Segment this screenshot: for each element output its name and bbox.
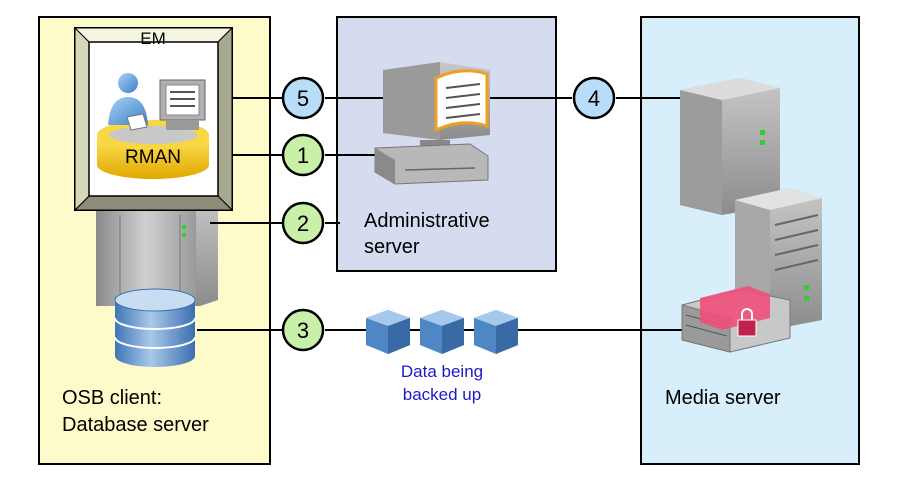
rman-label: RMAN (125, 147, 181, 168)
data-block-icon (366, 310, 410, 354)
tape-library-icon (681, 286, 791, 353)
step-4-badge: 4 (572, 76, 616, 120)
admin-computer-icon (374, 62, 490, 185)
database-server-tower-icon (96, 195, 218, 306)
client-label-line2: Database server (62, 414, 209, 436)
step-2-badge: 2 (281, 201, 325, 245)
data-block-icon (474, 310, 518, 354)
step-5-number: 5 (297, 86, 309, 111)
step-5-badge: 5 (281, 76, 325, 120)
step-3-badge: 3 (281, 308, 325, 352)
step-4-number: 4 (588, 86, 600, 111)
client-label-line1: OSB client: (62, 387, 162, 409)
data-note-line2: backed up (403, 385, 481, 404)
tower-server-icon (680, 78, 780, 215)
step-3-number: 3 (297, 318, 309, 343)
admin-label-line1: Administrative (364, 210, 490, 232)
data-note-line1: Data being (401, 362, 483, 381)
media-label: Media server (665, 387, 781, 409)
step-2-number: 2 (297, 211, 309, 236)
step-1-number: 1 (297, 143, 309, 168)
admin-label-line2: server (364, 236, 420, 258)
paper-icon (126, 113, 148, 131)
step-1-badge: 1 (281, 133, 325, 177)
em-title: EM (140, 29, 166, 48)
database-icon (114, 288, 196, 367)
em-window: EM RMAN (73, 26, 234, 212)
data-block-icon (420, 310, 464, 354)
workstation-icon (159, 79, 206, 130)
